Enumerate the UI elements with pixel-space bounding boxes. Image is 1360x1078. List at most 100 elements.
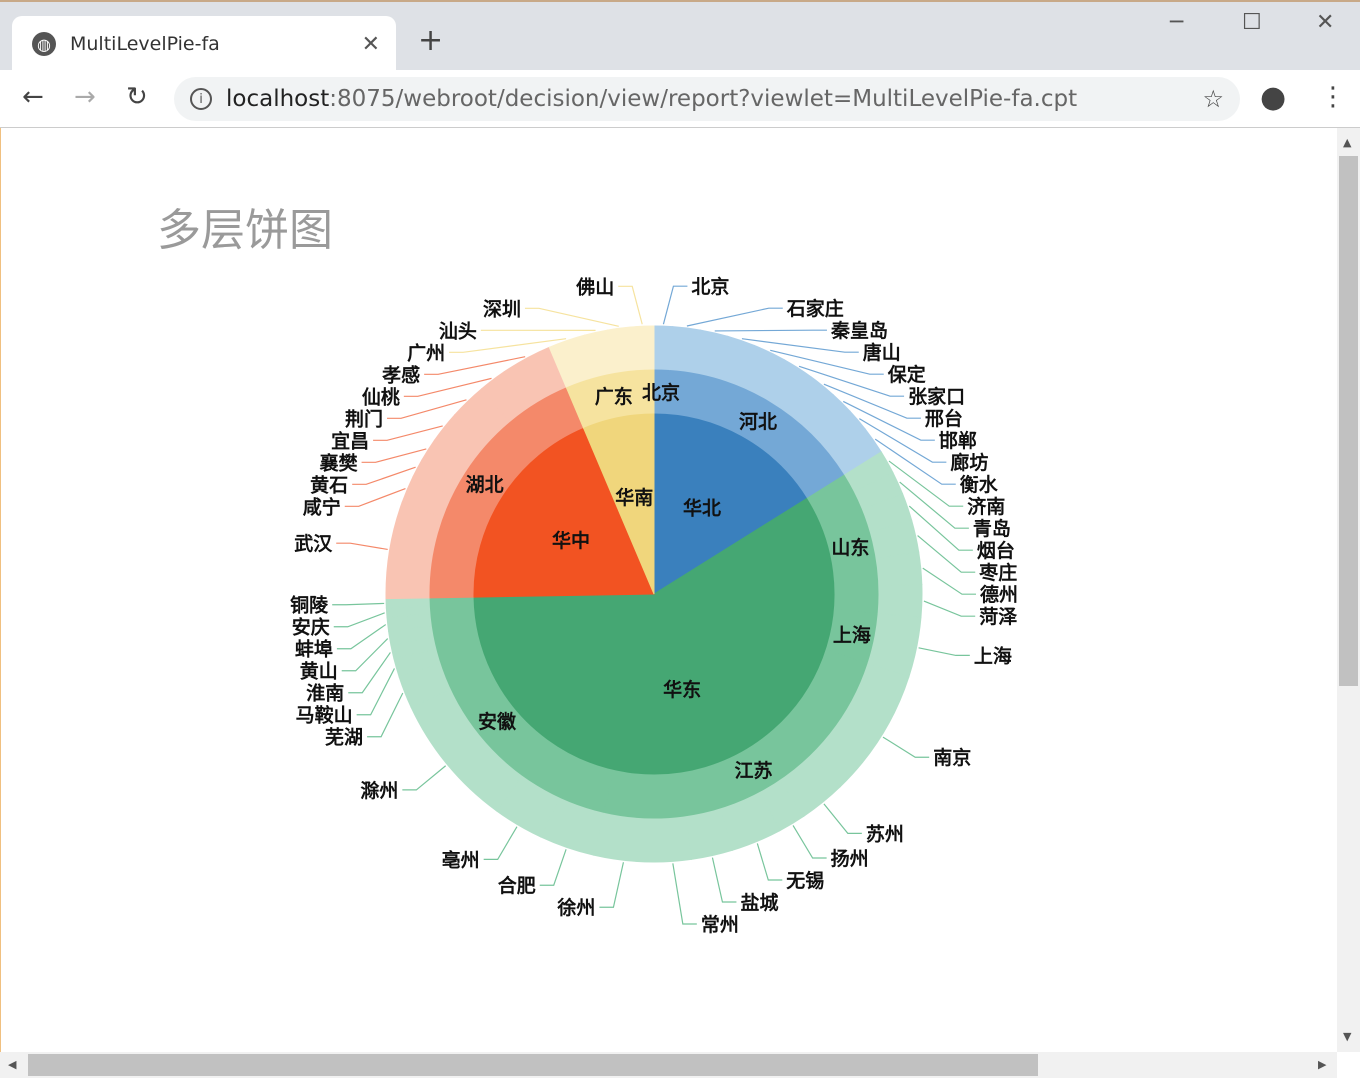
- scroll-right-icon[interactable]: ▶: [1318, 1058, 1327, 1071]
- city-label: 淮南: [306, 683, 344, 705]
- province-label: 上海: [833, 623, 871, 646]
- scroll-up-icon[interactable]: ▲: [1343, 136, 1352, 149]
- city-label: 滁州: [360, 779, 398, 802]
- leader-line: [756, 843, 783, 881]
- city-label: 唐山: [863, 341, 901, 364]
- city-label: 邢台: [925, 407, 963, 430]
- city-label: 邯郸: [939, 430, 977, 452]
- city-label: 宜昌: [331, 429, 369, 452]
- scroll-left-icon[interactable]: ◀: [8, 1058, 17, 1071]
- profile-icon[interactable]: ●: [1260, 80, 1287, 115]
- scroll-down-icon[interactable]: ▼: [1343, 1030, 1352, 1043]
- leader-line: [336, 542, 388, 551]
- city-label: 咸宁: [303, 495, 341, 518]
- leader-line: [662, 285, 688, 325]
- leader-line: [333, 612, 385, 628]
- city-label: 佛山: [575, 275, 614, 298]
- minimize-icon[interactable]: ─: [1170, 10, 1184, 35]
- city-slice: [385, 597, 431, 609]
- leader-line: [859, 418, 947, 463]
- tab-bar: ◍ MultiLevelPie-fa ✕ + ─ ☐ ✕: [0, 0, 1360, 72]
- city-label: 青岛: [973, 517, 1011, 540]
- city-label: 广州: [407, 341, 445, 364]
- forward-icon[interactable]: →: [74, 82, 96, 112]
- city-label: 石家庄: [786, 297, 844, 320]
- bookmark-star-icon[interactable]: ☆: [1202, 85, 1224, 113]
- leader-line: [918, 647, 970, 657]
- city-label: 枣庄: [978, 561, 1017, 584]
- leader-line: [888, 460, 964, 507]
- menu-icon[interactable]: ⋮: [1320, 82, 1346, 112]
- city-label: 秦皇岛: [830, 319, 888, 342]
- city-label: 无锡: [786, 869, 824, 892]
- leader-line: [402, 765, 447, 791]
- city-label: 襄樊: [319, 451, 359, 474]
- city-label: 德州: [980, 583, 1018, 606]
- back-icon[interactable]: ←: [22, 82, 44, 112]
- url-input[interactable]: i localhost:8075/webroot/decision/view/r…: [174, 77, 1240, 121]
- city-label: 扬州: [831, 847, 869, 870]
- leader-line: [874, 438, 956, 485]
- leader-line: [539, 849, 567, 886]
- tab-title: MultiLevelPie-fa: [70, 33, 220, 55]
- leader-line: [361, 448, 427, 463]
- leader-line: [367, 692, 404, 738]
- city-label: 南京: [933, 746, 971, 769]
- city-slice: [653, 815, 692, 863]
- close-window-icon[interactable]: ✕: [1316, 10, 1335, 35]
- city-slice: [876, 584, 923, 618]
- city-label: 上海: [974, 644, 1012, 667]
- city-label: 常州: [701, 913, 739, 936]
- page-content: 多层饼图 北京河北华北山东上海江苏安徽华东湖北华中广东华南北京石家庄秦皇岛唐山保…: [0, 128, 1337, 1052]
- city-label: 仙桃: [362, 385, 400, 408]
- city-slice: [593, 811, 655, 863]
- close-tab-icon[interactable]: ✕: [361, 31, 380, 57]
- region-label: 华北: [683, 496, 721, 519]
- city-label: 徐州: [556, 896, 595, 919]
- globe-icon: ◍: [32, 32, 56, 56]
- city-label: 黄石: [310, 473, 348, 496]
- leader-line: [332, 602, 385, 606]
- city-label: 盐城: [740, 891, 778, 914]
- province-label: 广东: [595, 385, 633, 408]
- maximize-icon[interactable]: ☐: [1242, 10, 1262, 35]
- city-label: 衡水: [960, 473, 999, 496]
- leader-line: [711, 857, 737, 903]
- reload-icon[interactable]: ↻: [126, 82, 148, 112]
- multi-level-pie-chart: 北京河北华北山东上海江苏安徽华东湖北华中广东华南北京石家庄秦皇岛唐山保定张家口邢…: [290, 275, 1018, 936]
- browser-tab[interactable]: ◍ MultiLevelPie-fa ✕: [12, 16, 396, 72]
- leader-line: [823, 383, 921, 419]
- vertical-scrollbar[interactable]: ▲ ▼: [1337, 128, 1360, 1052]
- leader-line: [922, 567, 976, 595]
- page-title: 多层饼图: [157, 205, 333, 256]
- city-label: 铜陵: [290, 594, 329, 617]
- city-label: 合肥: [498, 874, 536, 897]
- leader-line: [424, 356, 526, 375]
- province-label: 湖北: [466, 474, 504, 496]
- leader-line: [524, 307, 619, 327]
- city-label: 安庆: [292, 616, 330, 639]
- city-label: 亳州: [442, 848, 480, 871]
- province-label: 江苏: [734, 759, 772, 782]
- horizontal-scroll-thumb[interactable]: [28, 1054, 1038, 1076]
- leader-line: [341, 638, 389, 672]
- vertical-scroll-thumb[interactable]: [1339, 156, 1358, 686]
- info-icon[interactable]: i: [190, 88, 212, 110]
- leader-line: [373, 425, 443, 441]
- city-label: 苏州: [866, 822, 904, 845]
- leader-line: [798, 365, 905, 397]
- horizontal-scrollbar[interactable]: ◀ ▶: [0, 1052, 1337, 1078]
- leader-line: [923, 600, 976, 617]
- region-slice: [473, 427, 655, 598]
- province-label: 北京: [642, 381, 680, 404]
- city-label: 保定: [887, 363, 926, 386]
- city-label: 烟台: [977, 539, 1015, 562]
- region-slice: [653, 413, 808, 595]
- city-label: 武汉: [294, 533, 333, 555]
- city-label: 汕头: [439, 320, 477, 342]
- city-label: 廊坊: [950, 451, 988, 474]
- region-slice: [583, 413, 655, 595]
- new-tab-button[interactable]: +: [418, 23, 444, 58]
- city-label: 芜湖: [325, 726, 363, 749]
- url-text: localhost:8075/webroot/decision/view/rep…: [226, 86, 1078, 112]
